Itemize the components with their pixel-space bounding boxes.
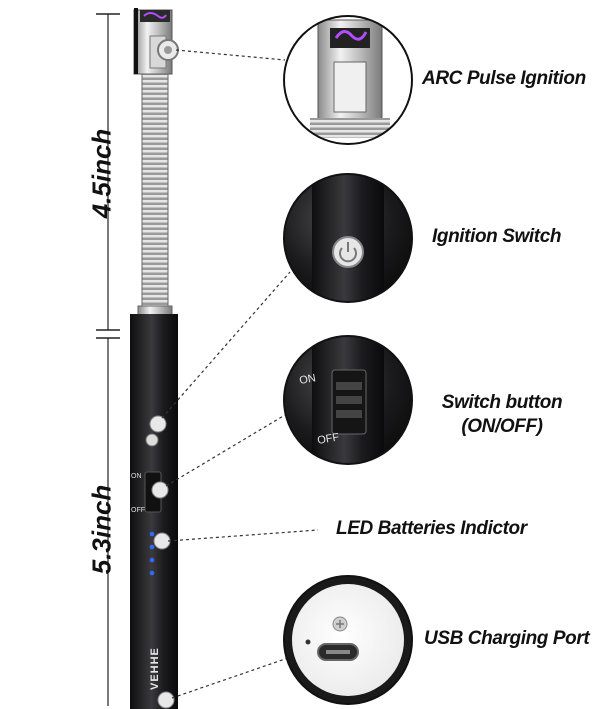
label-switch-button: Switch button <box>441 392 563 413</box>
zoom-off-label: OFF <box>316 431 340 447</box>
brand-logo-text: VEHHE <box>149 647 161 690</box>
body-on-label: ON <box>131 473 142 480</box>
label-arc-pulse-ignition: ARC Pulse Ignition <box>422 68 586 89</box>
dimension-line-bottom <box>96 337 120 706</box>
label-switch-state: (ON/OFF) <box>461 416 543 437</box>
zoom-switch-button: ON OFF <box>283 335 413 465</box>
zoom-on-label: ON <box>298 372 316 387</box>
label-led-batteries-indicator: LED Batteries Indictor <box>336 518 527 539</box>
zoom-ignition-switch <box>283 173 413 303</box>
dimension-line-top <box>96 13 120 331</box>
body-off-label: OFF <box>131 507 145 514</box>
label-usb-charging-port: USB Charging Port <box>424 628 590 649</box>
lighter-body: ON OFF VEHHE <box>130 314 178 709</box>
leader-lines <box>161 49 319 699</box>
led-indicators <box>149 531 155 576</box>
flexible-neck <box>137 73 173 317</box>
zoom-usb-port <box>283 575 413 705</box>
label-ignition-switch: Ignition Switch <box>432 226 562 247</box>
dimension-bottom-label: 5.3inch <box>86 484 117 575</box>
dimension-top-label: 4.5inch <box>86 128 117 219</box>
lighter-head <box>133 8 179 75</box>
zoom-arc-pulse <box>283 15 413 145</box>
